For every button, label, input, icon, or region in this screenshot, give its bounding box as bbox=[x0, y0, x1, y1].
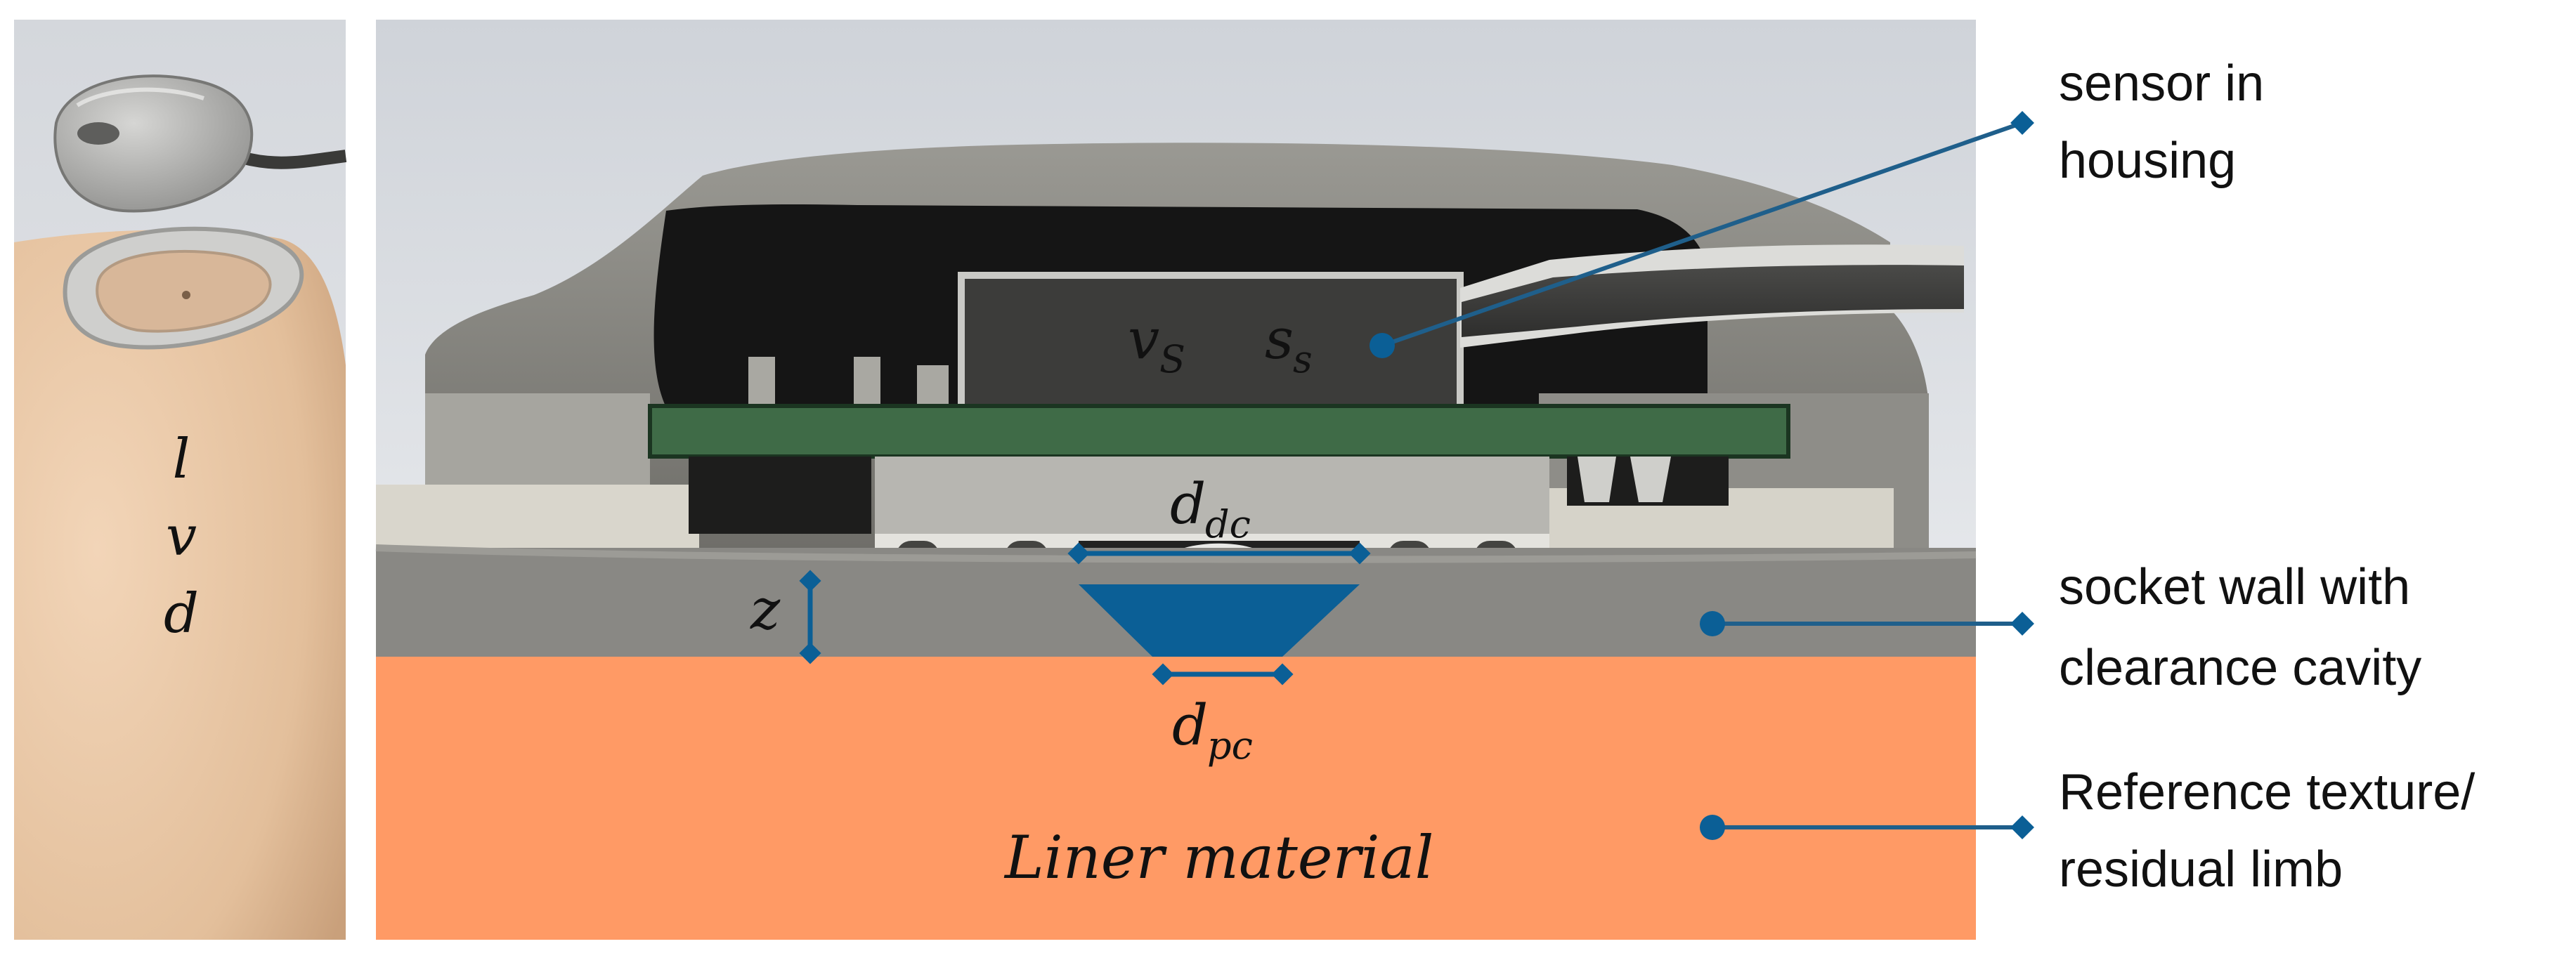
callout-reference-line1: Reference texture/ bbox=[2059, 764, 2475, 820]
sensor-cap-photo bbox=[53, 74, 254, 213]
diaphragm-housing bbox=[875, 457, 1549, 534]
callout-dot bbox=[1370, 333, 1395, 358]
internal-post bbox=[748, 357, 775, 407]
dimension-pc: d pc bbox=[1152, 663, 1294, 768]
svg-text:pc: pc bbox=[1207, 723, 1253, 768]
sensor-cable-core bbox=[1462, 265, 1964, 337]
svg-text:d: d bbox=[1170, 471, 1206, 537]
callout-diamond bbox=[2010, 815, 2034, 839]
liner-material-region bbox=[376, 657, 1976, 940]
socket-wall-top-highlight bbox=[375, 544, 1977, 563]
callout-sensor: sensor in housing bbox=[1370, 55, 2264, 358]
callout-sensor-line1: sensor in bbox=[2059, 55, 2264, 112]
symbol-d: d bbox=[164, 582, 199, 645]
cross-section-panel: v S s s d dc d pc z bbox=[375, 20, 1977, 940]
residual-limb-shape bbox=[14, 230, 346, 940]
internal-post bbox=[854, 357, 880, 407]
callout-reference: Reference texture/ residual limb bbox=[1700, 764, 2475, 898]
pcb-board bbox=[648, 404, 1790, 459]
internal-post bbox=[917, 365, 949, 407]
liner-label: Liner material bbox=[1003, 823, 1433, 892]
sensor-symbol-s: s s bbox=[1265, 306, 1313, 381]
dimension-dc: d dc bbox=[1067, 471, 1371, 565]
svg-text:z: z bbox=[750, 577, 781, 642]
symbol-v: v bbox=[166, 505, 197, 568]
symbol-l: l bbox=[173, 428, 190, 491]
callout-dot bbox=[1700, 815, 1725, 840]
svg-text:v: v bbox=[1128, 306, 1159, 372]
callout-dot bbox=[1700, 611, 1725, 636]
svg-text:s: s bbox=[1265, 306, 1294, 372]
callout-socket-line2: clearance cavity bbox=[2059, 640, 2421, 696]
bump-right bbox=[1578, 457, 1616, 502]
callout-socket: socket wall with clearance cavity bbox=[1700, 559, 2421, 696]
bump-right bbox=[1630, 457, 1671, 502]
clearance-cavity bbox=[1079, 584, 1360, 657]
svg-text:s: s bbox=[1293, 337, 1313, 381]
svg-text:S: S bbox=[1159, 337, 1185, 381]
left-ledge bbox=[376, 485, 699, 548]
svg-text:d: d bbox=[1172, 693, 1208, 758]
callout-diamond bbox=[2010, 111, 2034, 135]
callout-sensor-line2: housing bbox=[2059, 133, 2236, 189]
callout-socket-line1: socket wall with bbox=[2059, 559, 2410, 615]
sensor-mount-ring bbox=[63, 226, 304, 350]
lower-inner-zone-left bbox=[689, 457, 871, 534]
callout-diamond bbox=[2010, 612, 2034, 636]
sensor-symbol-v: v S bbox=[1128, 306, 1185, 381]
left-panel: l v d bbox=[14, 20, 347, 940]
callout-reference-line2: residual limb bbox=[2059, 841, 2343, 898]
svg-text:dc: dc bbox=[1205, 502, 1251, 546]
